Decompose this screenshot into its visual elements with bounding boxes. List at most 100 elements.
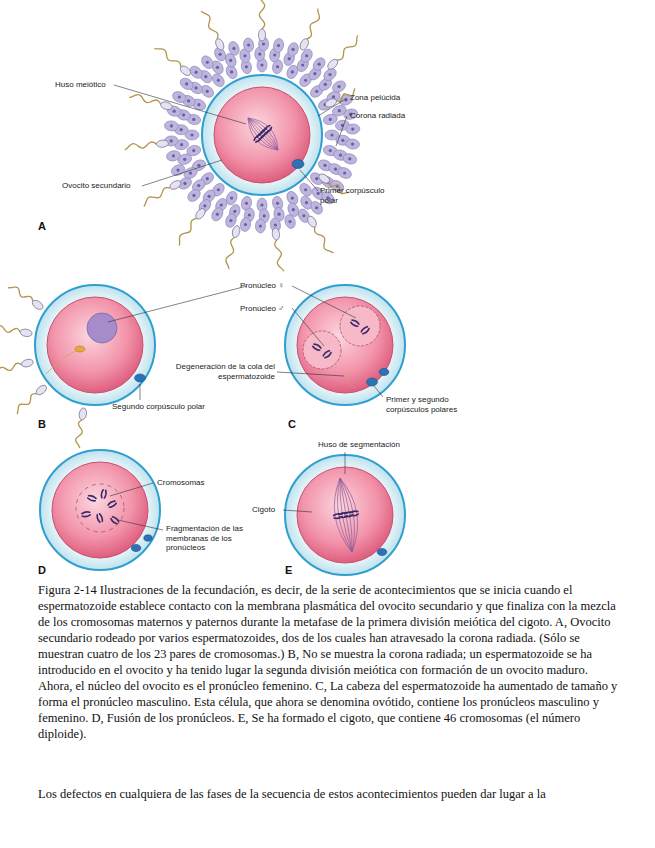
chromosome [361, 326, 370, 335]
part-label: Ovocito secundario [62, 181, 130, 191]
corona-cell [170, 124, 173, 127]
part-label: Huso de segmentación [318, 440, 400, 450]
corona-cell [338, 109, 341, 112]
sperm-head [194, 207, 207, 221]
polar-body [367, 378, 378, 386]
sperm-head [21, 358, 34, 368]
corona-cell [260, 203, 263, 206]
corona-cell [197, 184, 200, 187]
chromosome [96, 514, 103, 523]
corona-cell [203, 204, 206, 207]
part-label: Segundo corpúsculo polar [112, 402, 205, 412]
sperm-tail [201, 9, 220, 40]
chromosome [350, 319, 359, 327]
sperm [8, 282, 45, 311]
corona-cell [165, 149, 181, 162]
corona-cell [260, 63, 263, 66]
corona-cell [339, 153, 342, 156]
part-label: Cigoto [252, 505, 275, 515]
leader-line [292, 308, 324, 346]
corona-cell [176, 169, 179, 172]
corona-cell [262, 42, 265, 45]
male-pronucleus [75, 346, 85, 352]
sperm [326, 35, 362, 71]
zona-pellucida [40, 450, 160, 570]
sperm [0, 358, 34, 375]
leader-line [110, 483, 153, 496]
corona-cell [220, 203, 223, 206]
corona-cell [291, 48, 294, 51]
chromosome [253, 134, 262, 143]
corona-cell [255, 219, 265, 233]
sperm [258, 0, 265, 41]
corona-cell [197, 103, 200, 106]
polar-body [377, 548, 387, 555]
corona-cell [345, 138, 360, 149]
part-label: Cromosomas [157, 478, 205, 488]
part-label: Huso meiótico [55, 80, 106, 90]
sperm [306, 215, 334, 257]
corona-cell [229, 219, 232, 222]
corona-cell [329, 118, 332, 121]
corona-cell [195, 71, 198, 74]
corona-cell [345, 124, 360, 135]
corona-cell [230, 70, 233, 73]
corona-cell [315, 206, 318, 209]
corona-cell [345, 124, 360, 135]
sperm-tail [141, 186, 171, 207]
part-label: Zona pelúcida [350, 93, 400, 103]
sperm-head [156, 140, 169, 148]
sperm [154, 44, 192, 78]
corona-cell [332, 95, 335, 98]
sperm-head [231, 225, 241, 238]
corona-cell [328, 73, 331, 76]
sperm [223, 225, 241, 269]
corona-cell [229, 59, 232, 62]
sperm-tail [224, 237, 238, 269]
corona-cell [313, 72, 316, 75]
sperm-head [258, 29, 265, 41]
leader-line [318, 98, 347, 116]
panel-letter: D [38, 566, 46, 576]
corona-cell [272, 38, 284, 54]
corona-cell [311, 56, 328, 73]
leader-line [283, 510, 312, 512]
polar-body [135, 374, 146, 382]
corona-cell [348, 157, 351, 160]
corona-cell [330, 79, 347, 95]
spindle-fiber [248, 118, 278, 150]
corona-cell [323, 164, 326, 167]
corona-cell [311, 56, 328, 73]
polar-body [292, 160, 304, 169]
spindle-fiber [340, 478, 354, 552]
leader-line [345, 452, 346, 474]
corona-cell [170, 163, 187, 178]
ooplasm [297, 467, 393, 563]
zona-pellucida [35, 285, 155, 405]
corona-cell [283, 213, 297, 229]
panel-letter: A [38, 222, 46, 232]
corona-cell [317, 192, 320, 195]
corona-cell [341, 139, 344, 142]
corona-cell [273, 53, 276, 56]
sperm-tail [0, 362, 22, 375]
panel-letter: E [285, 566, 292, 576]
female-pronucleus [87, 313, 117, 343]
sperm-tail [46, 350, 78, 374]
corona-cell [178, 95, 181, 98]
corona-cell [217, 79, 220, 82]
corona-cell [302, 214, 305, 217]
corona-cell [173, 110, 176, 113]
corona-cell [189, 171, 192, 174]
fragmenting-membrane [76, 484, 124, 532]
corona-cell [194, 86, 197, 89]
sperm-head [324, 97, 338, 109]
corona-cell [258, 52, 261, 55]
sperm-head [31, 298, 45, 311]
corona-cell [276, 202, 279, 205]
corona-cell [210, 206, 226, 223]
corona-cell [351, 127, 354, 130]
sperm-tail [274, 240, 284, 272]
corona-cell [337, 85, 340, 88]
corona-cell [210, 206, 226, 223]
